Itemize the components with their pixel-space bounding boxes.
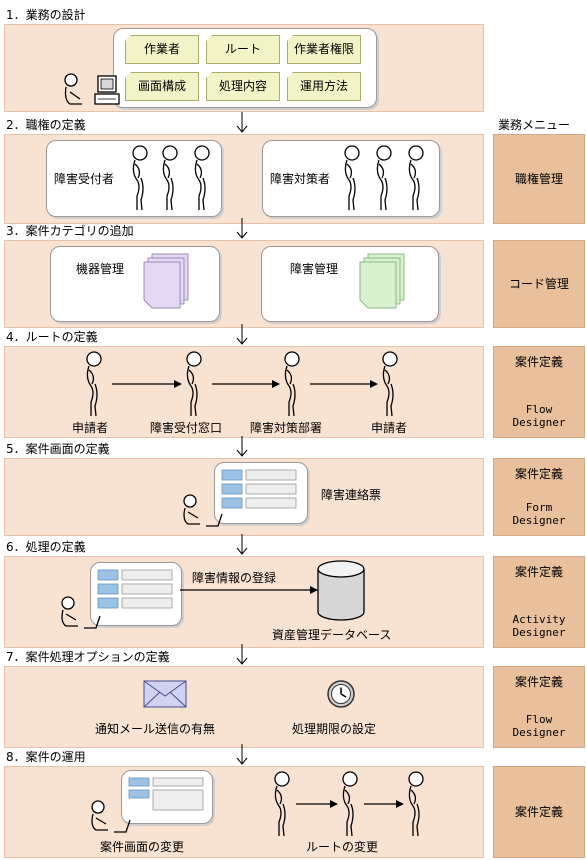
person-icon — [274, 771, 290, 837]
actor-label: 申請者 — [371, 421, 408, 435]
form-rows-icon — [128, 777, 204, 811]
group-label-receiver: 障害受付者 — [54, 172, 115, 186]
person-at-computer-icon — [64, 73, 120, 105]
step-1-title: 1．業務の設計 — [6, 8, 86, 22]
tag-screen-layout: 画面構成 — [125, 72, 199, 101]
route-flow-icon — [86, 351, 398, 417]
menu-case-definition[interactable]: 案件定義 — [493, 766, 585, 858]
actor-label: 申請者 — [72, 421, 109, 435]
mail-icon — [143, 680, 187, 708]
step-4-band — [4, 346, 484, 438]
clock-icon — [327, 680, 355, 708]
arrow-right-icon — [364, 800, 404, 808]
person-icon — [186, 351, 202, 417]
person-icon — [132, 145, 148, 211]
person-icon — [86, 351, 102, 417]
step-arrow-icon — [236, 534, 248, 555]
menu-label: コード管理 — [508, 277, 569, 291]
document-stack-green-icon — [359, 253, 405, 309]
step-arrow-icon — [236, 324, 248, 345]
step-8-title: 8．案件の運用 — [6, 750, 86, 764]
db-label: 資産管理データベース — [272, 628, 392, 642]
menu-label: 案件定義 — [514, 675, 563, 689]
form-rows-icon — [97, 569, 173, 609]
form-label: 障害連絡票 — [321, 488, 382, 502]
step-5-title: 5．案件画面の定義 — [6, 442, 110, 456]
person-icon — [408, 771, 424, 837]
step-arrow-icon — [236, 112, 248, 133]
arrow-right-icon — [112, 380, 182, 388]
menu-code-management[interactable]: コード管理 — [493, 240, 585, 328]
person-icon — [194, 145, 210, 211]
category-label-incident: 障害管理 — [290, 262, 339, 276]
step-arrow-icon — [236, 436, 248, 457]
form-rows-icon — [221, 469, 297, 509]
group-label-handler: 障害対策者 — [270, 172, 331, 186]
step-8-band — [4, 766, 484, 858]
person-icon — [162, 145, 178, 211]
step-6-band — [4, 556, 484, 648]
step-2-title: 2．職権の定義 — [6, 118, 86, 132]
step-7-band — [4, 666, 484, 748]
arrow-right-icon — [296, 800, 338, 808]
step-4-title: 4．ルートの定義 — [6, 330, 98, 344]
route-change-icon — [274, 771, 424, 837]
tag-worker-authority: 作業者権限 — [287, 35, 361, 64]
tag-route: ルート — [206, 35, 280, 64]
document-stack-purple-icon — [143, 253, 189, 309]
person-icon — [376, 145, 392, 211]
person-group-handler-icon — [344, 145, 424, 211]
step-arrow-icon — [236, 218, 248, 239]
menu-label: 案件定義 — [514, 355, 563, 369]
tag-process-content: 処理内容 — [206, 72, 280, 101]
menu-label: 職権管理 — [514, 172, 563, 186]
action-label: 障害情報の登録 — [192, 571, 277, 585]
menu-label: 案件定義 — [514, 565, 563, 579]
change-label-route: ルートの変更 — [306, 840, 379, 854]
person-icon — [344, 145, 360, 211]
seated-person-icon — [61, 596, 101, 629]
step-3-title: 3．案件カテゴリの追加 — [6, 224, 134, 238]
category-box-incident — [261, 246, 439, 322]
person-icon — [284, 351, 300, 417]
menu-label: 案件定義 — [514, 467, 563, 481]
step-arrow-icon — [236, 644, 248, 665]
person-icon — [342, 771, 358, 837]
change-label-screen: 案件画面の変更 — [100, 840, 185, 854]
seated-person-icon — [91, 800, 131, 833]
person-group-receiver-icon — [132, 145, 210, 211]
tag-worker: 作業者 — [125, 35, 199, 64]
step-arrow-icon — [236, 744, 248, 765]
database-icon — [317, 560, 365, 621]
person-icon — [408, 145, 424, 211]
category-label-equipment: 機器管理 — [76, 262, 125, 276]
actor-label: 障害受付窓口 — [150, 421, 223, 435]
menu-authority-management[interactable]: 職権管理 — [493, 134, 585, 224]
step-7-title: 7．案件処理オプションの定義 — [6, 650, 170, 664]
person-icon — [382, 351, 398, 417]
tag-operation-method: 運用方法 — [287, 72, 361, 101]
actor-label: 障害対策部署 — [250, 421, 323, 435]
arrow-right-icon — [310, 380, 378, 388]
arrow-right-icon — [212, 380, 280, 388]
option-label-deadline: 処理期限の設定 — [292, 722, 377, 736]
arrow-right-icon — [180, 586, 318, 594]
option-label-mail: 通知メール送信の有無 — [95, 722, 216, 736]
step-6-title: 6．処理の定義 — [6, 540, 86, 554]
menu-label: 案件定義 — [514, 805, 563, 819]
category-box-equipment — [50, 246, 220, 322]
menu-header: 業務メニュー — [498, 118, 571, 132]
seated-person-icon — [183, 494, 223, 527]
